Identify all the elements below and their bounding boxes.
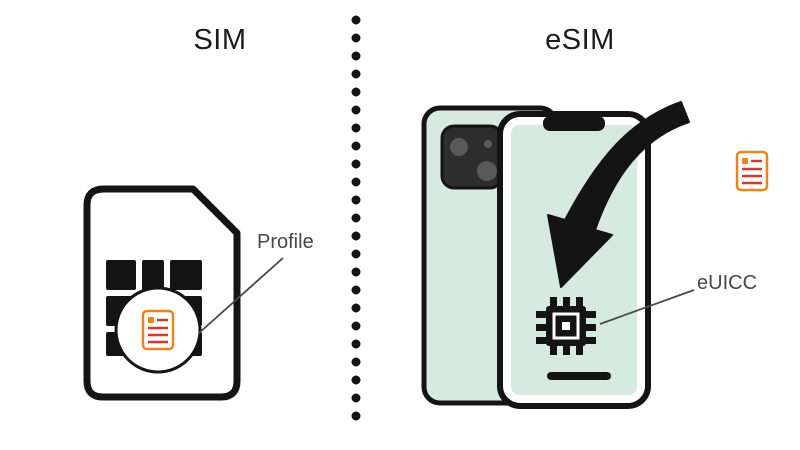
profile-label: Profile (257, 231, 314, 253)
camera-module-icon (440, 124, 504, 190)
euicc-connector-line (599, 289, 695, 325)
notch-icon (543, 116, 605, 131)
chip-icon (536, 297, 596, 355)
esim-title: eSIM (545, 24, 615, 56)
home-indicator-icon (547, 372, 611, 380)
curved-arrow-icon (547, 101, 690, 288)
profile-document-icon (141, 309, 175, 351)
sim-title: SIM (193, 24, 247, 56)
esim-document-icon (735, 150, 769, 192)
euicc-label: eUICC (697, 272, 758, 294)
sim-card-icon (83, 185, 241, 401)
profile-connector-line (198, 257, 284, 334)
